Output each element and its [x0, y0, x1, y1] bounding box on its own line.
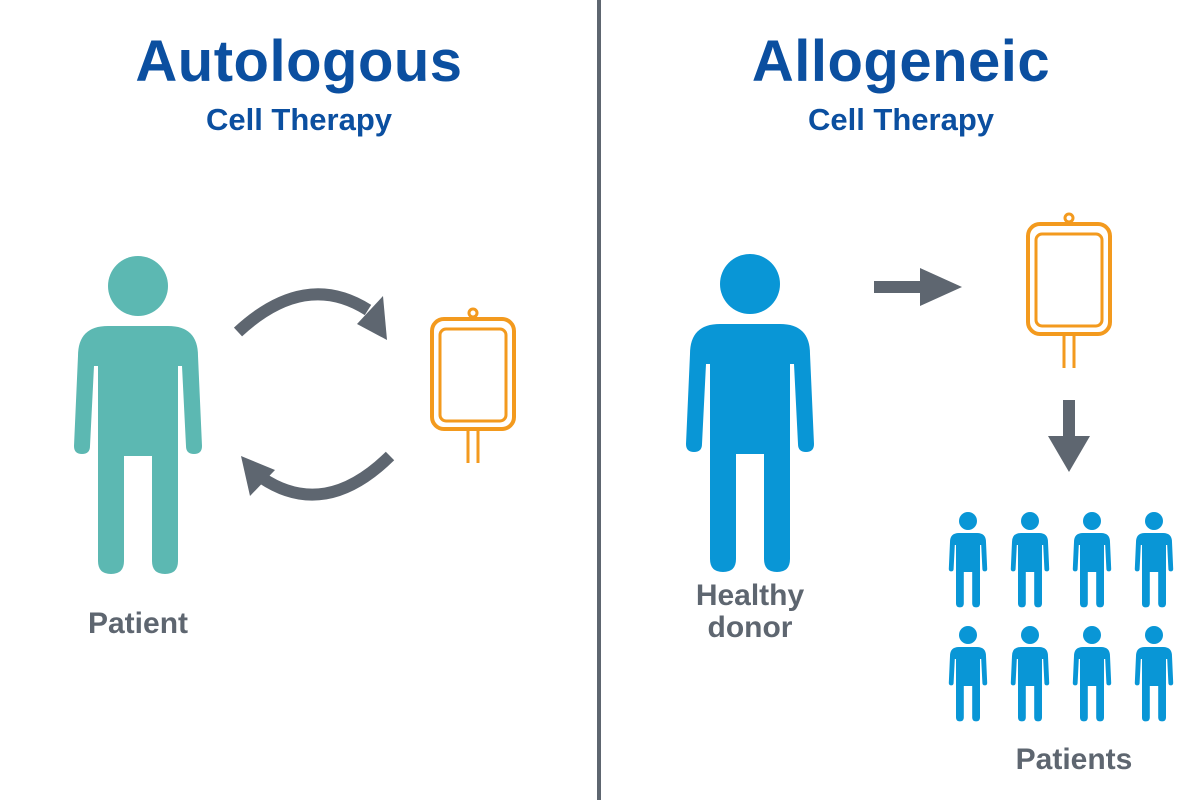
- patient-label: Patient: [87, 607, 189, 640]
- reinfusion-arrow-icon: [241, 451, 395, 501]
- patient-person-icon: [74, 256, 202, 574]
- donation-arrow-icon: [874, 268, 962, 306]
- allogeneic-panel: Allogeneic Cell Therapy: [602, 0, 1200, 800]
- panel-divider: [597, 0, 601, 800]
- patient-person-icon: [948, 512, 988, 608]
- autologous-diagram: [74, 256, 516, 574]
- donor-label-line2: donor: [707, 611, 793, 644]
- autologous-title: Autologous: [135, 29, 463, 94]
- patient-person-icon: [1134, 626, 1174, 722]
- patient-person-icon: [1072, 626, 1112, 722]
- patients-group: [948, 512, 1174, 722]
- allogeneic-subtitle: Cell Therapy: [807, 102, 995, 137]
- allogeneic-iv-bag-icon: [1026, 212, 1112, 370]
- donor-person-icon: [686, 254, 814, 572]
- patient-person-icon: [1134, 512, 1174, 608]
- autologous-panel: Autologous Cell Therapy: [0, 0, 598, 800]
- allogeneic-diagram: [686, 212, 1174, 722]
- extraction-arrow-icon: [233, 288, 387, 340]
- patient-person-icon: [948, 626, 988, 722]
- patients-label: Patients: [1015, 743, 1133, 776]
- donor-label: Healthy donor: [670, 580, 830, 644]
- patient-person-icon: [1010, 512, 1050, 608]
- autologous-subtitle: Cell Therapy: [205, 102, 393, 137]
- patient-person-icon: [1010, 626, 1050, 722]
- patient-person-icon: [1072, 512, 1112, 608]
- autologous-iv-bag-icon: [430, 307, 516, 465]
- allogeneic-title: Allogeneic: [751, 29, 1051, 94]
- distribution-arrow-icon: [1048, 400, 1090, 472]
- donor-label-line1: Healthy: [695, 579, 805, 612]
